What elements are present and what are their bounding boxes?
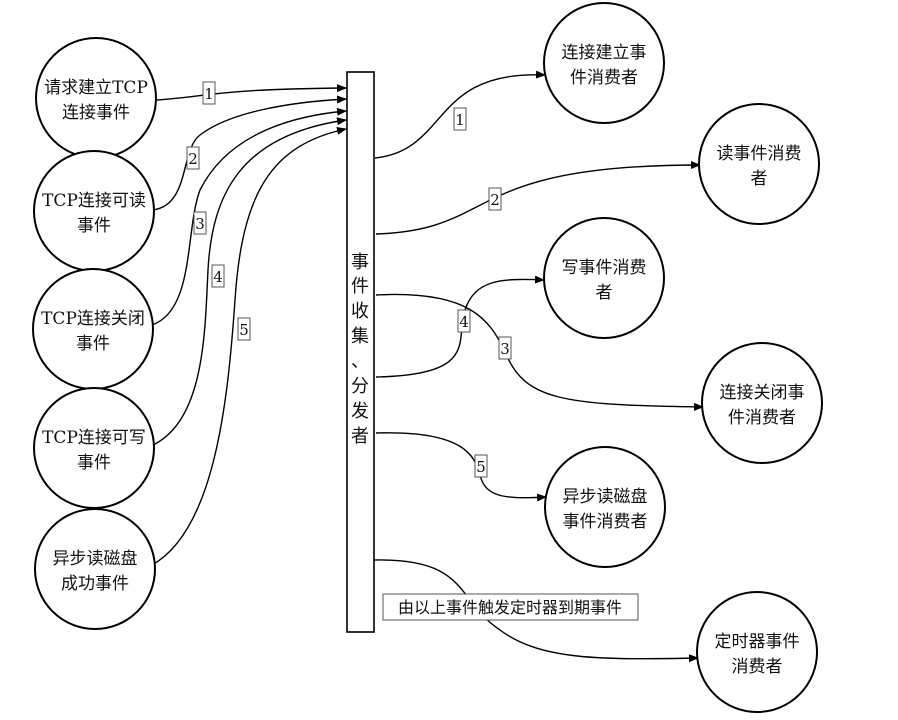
edge-source-4 [152,117,347,446]
consumer-node-6: 定时器事件 消费者 [696,591,818,713]
source-node-2-line-1: TCP连接可读 [42,191,146,211]
source-node-4-line-2: 事件 [77,453,111,473]
edge-label-source-5: 5 [239,321,249,339]
edge-label-source-2: 2 [188,150,198,168]
hub-char: 分 [351,376,369,397]
consumer-node-5-line-2: 事件消费者 [563,512,648,532]
hub-char: 事 [351,252,369,273]
consumer-node-4: 连接关闭事 件消费者 [701,342,823,464]
source-node-2-line-2: 事件 [77,216,111,236]
hub-char: 件 [351,276,369,297]
edge-label-source-1: 1 [204,85,214,103]
incoming-edges [151,84,347,566]
consumer-node-1: 连接建立事 件消费者 [543,2,665,124]
edge-consumer-2 [375,161,701,235]
edge-source-5 [151,126,347,566]
edge-consumer-5 [375,432,547,502]
consumer-node-4-line-1: 连接关闭事 [720,383,805,403]
edge-labels: 1 2 3 4 5 1 2 4 3 5 [186,81,512,478]
consumer-node-5: 异步读磁盘 事件消费者 [544,446,666,568]
consumer-node-6-line-2: 消费者 [732,657,783,677]
hub-char: 、 [351,351,369,372]
consumer-node-1-line-1: 连接建立事 [562,43,647,63]
edge-source-1 [155,84,347,101]
consumer-node-4-line-2: 件消费者 [728,408,796,428]
source-node-1: 请求建立TCP 连接事件 [35,37,157,159]
hub-char: 收 [351,301,369,322]
consumer-node-2-line-2: 者 [751,169,768,189]
consumer-node-3-line-2: 者 [596,283,613,303]
source-node-3-line-2: 事件 [76,334,110,354]
source-node-1-line-2: 连接事件 [62,103,130,123]
consumer-node-3: 写事件消费 者 [543,217,665,339]
edge-label-consumer-3: 3 [500,340,510,358]
outgoing-edges [372,70,704,663]
source-node-1-line-1: 请求建立TCP [44,78,148,98]
edge-label-consumer-4: 4 [459,313,469,331]
edge-consumer-1 [374,70,546,159]
source-node-5-line-1: 异步读磁盘 [53,549,138,569]
consumer-node-3-line-1: 写事件消费 [562,258,647,278]
source-node-3-line-1: TCP连接关闭 [41,309,145,329]
source-node-4: TCP连接可写 事件 [33,387,155,509]
edge-label-source-3: 3 [195,215,205,233]
edge-label-consumer-5: 5 [476,458,486,476]
hub-char: 集 [351,326,369,347]
consumer-node-5-line-1: 异步读磁盘 [563,487,648,507]
source-node-4-line-1: TCP连接可写 [42,428,146,448]
consumer-node-6-line-1: 定时器事件 [715,632,800,652]
consumer-node-2: 读事件消费 者 [698,103,820,225]
timer-note-text: 由以上事件触发定时器到期事件 [398,598,622,617]
source-node-5-line-2: 成功事件 [61,574,129,594]
hub-char: 发 [351,401,369,422]
edge-source-3 [151,107,347,326]
edge-source-2 [152,95,347,211]
source-node-2: TCP连接可读 事件 [33,150,155,272]
consumer-node-2-line-1: 读事件消费 [717,144,802,164]
timer-note: 由以上事件触发定时器到期事件 [382,593,639,621]
event-hub: 事 件 收 集 、 分 发 者 [346,71,375,633]
source-node-5: 异步读磁盘 成功事件 [34,508,156,630]
source-node-3: TCP连接关闭 事件 [32,268,154,390]
edge-label-consumer-2: 2 [490,191,500,209]
edge-label-source-4: 4 [213,268,223,286]
hub-char: 者 [351,426,369,447]
edge-label-consumer-1: 1 [455,111,465,129]
edge-consumer-6 [372,559,699,663]
consumer-node-1-line-2: 件消费者 [570,68,638,88]
